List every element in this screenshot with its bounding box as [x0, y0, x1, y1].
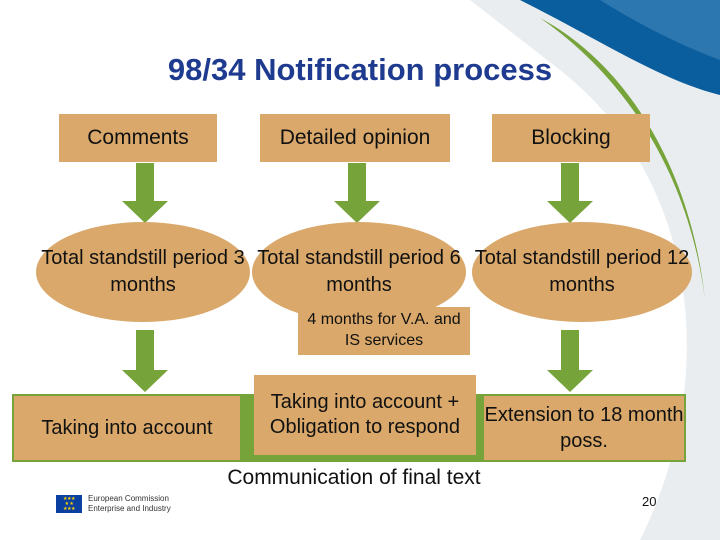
page-title: 98/34 Notification process [167, 52, 553, 87]
down-arrow-icon [334, 163, 380, 223]
extension-box: Extension to 18 month poss. [484, 396, 684, 460]
detailed-opinion-box: Detailed opinion [260, 114, 450, 162]
standstill-6-months: Total standstill period 6 months [252, 222, 466, 322]
standstill-3-months: Total standstill period 3 months [36, 222, 250, 322]
eu-flag-icon: ★★★★ ★★★★ [56, 494, 82, 513]
down-arrow-icon [547, 330, 593, 392]
footer-org-line2: Enterprise and Industry [88, 503, 171, 513]
taking-into-account-obligation-box: Taking into account + Obligation to resp… [254, 375, 476, 455]
page-number: 20 [642, 494, 657, 509]
down-arrow-icon [122, 330, 168, 392]
footer-org-line1: European Commission [88, 494, 169, 503]
standstill-12-months: Total standstill period 12 months [472, 222, 692, 322]
down-arrow-icon [122, 163, 168, 223]
va-is-note: 4 months for V.A. and IS services [298, 307, 470, 355]
down-arrow-icon [547, 163, 593, 223]
taking-into-account-box: Taking into account [14, 396, 240, 460]
blocking-box: Blocking [492, 114, 650, 162]
footer-logo: ★★★★ ★★★★ European Commission Enterprise… [56, 494, 171, 513]
comments-box: Comments [59, 114, 217, 162]
final-text-label: Communication of final text [227, 466, 481, 489]
